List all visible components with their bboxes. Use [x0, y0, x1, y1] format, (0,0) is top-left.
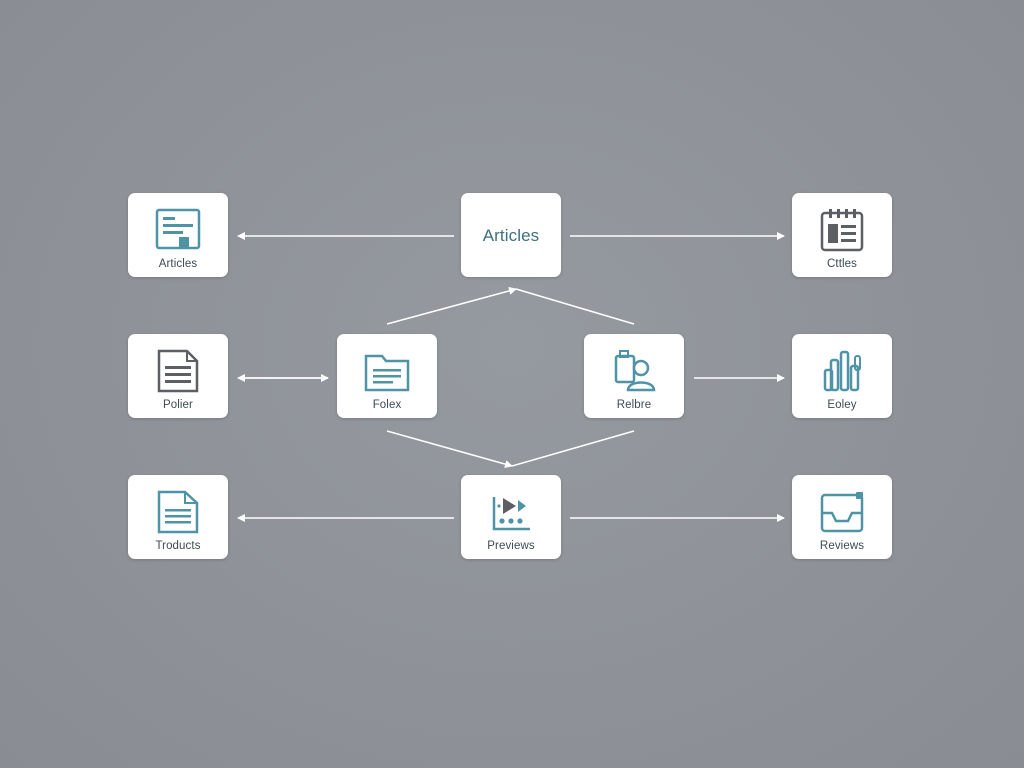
edge-relbre-to-articles-top — [515, 288, 635, 325]
calendar-icon — [817, 207, 867, 253]
node-articles-left[interactable]: Articles — [128, 193, 228, 277]
node-label: Cttles — [827, 258, 857, 270]
node-label: Reviews — [819, 540, 865, 552]
bar-chart-icon — [817, 348, 867, 394]
edge-relbre-to-previews — [511, 430, 635, 467]
edge-folex-to-articles-top — [386, 286, 517, 325]
node-ctties[interactable]: Cttles — [792, 193, 892, 277]
node-previews[interactable]: Previews — [461, 475, 561, 559]
inbox-icon — [817, 489, 867, 535]
article-icon — [153, 207, 203, 253]
node-label: Articles — [158, 258, 198, 270]
document-icon — [153, 489, 203, 535]
node-label: Relbre — [616, 399, 652, 411]
folder-icon — [362, 348, 412, 394]
node-label: Articles — [482, 226, 540, 245]
node-polier[interactable]: Polier — [128, 334, 228, 418]
node-label: Eoley — [827, 399, 857, 411]
node-articles-top[interactable]: Articles — [461, 193, 561, 277]
node-eoley[interactable]: Eoley — [792, 334, 892, 418]
node-reviews[interactable]: Reviews — [792, 475, 892, 559]
document-icon — [153, 348, 203, 394]
node-folex[interactable]: Folex — [337, 334, 437, 418]
node-label: Previews — [487, 540, 535, 552]
node-relbre[interactable]: Relbre — [584, 334, 684, 418]
node-label: Polier — [162, 399, 193, 411]
node-label: Troducts — [155, 540, 201, 552]
edge-folex-to-previews — [386, 430, 513, 468]
media-player-icon — [486, 489, 536, 535]
node-label: Folex — [372, 399, 402, 411]
node-troducts[interactable]: Troducts — [128, 475, 228, 559]
user-profile-icon — [609, 348, 659, 394]
